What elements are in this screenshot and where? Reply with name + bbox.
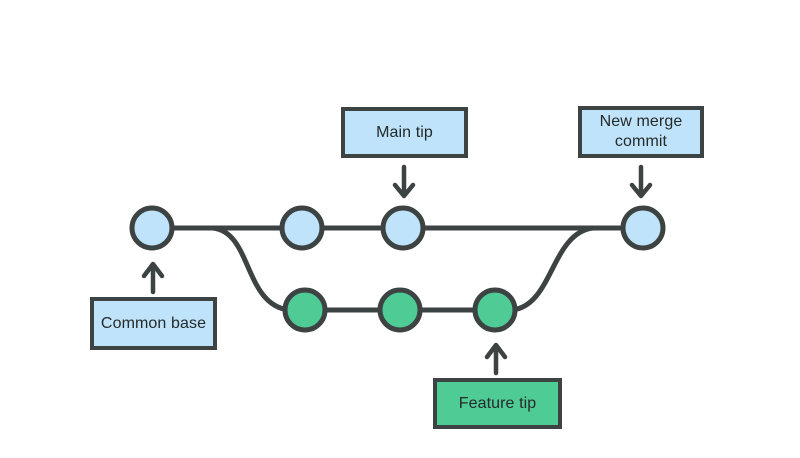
commit-node-main-2 [279,205,325,251]
branch-merge-curve [511,225,594,313]
commit-node-feature-1 [282,287,328,333]
common-base-up-arrow-icon [141,261,165,295]
commit-node-feature-2 [377,287,423,333]
branch-split-curve [212,225,290,313]
new-merge-commit-label: New merge commit [578,106,704,158]
common-base-label: Common base [90,297,217,350]
new-merge-commit-label-text: New merge commit [599,113,683,150]
feature-tip-up-arrow-icon [484,342,508,376]
main-tip-label: Main tip [341,107,468,158]
feature-tip-label: Feature tip [433,378,562,429]
common-base-label-text: Common base [100,314,207,332]
commit-node-main-tip [380,205,426,251]
commit-node-feature-tip [472,287,518,333]
main-tip-down-arrow-icon [392,164,416,199]
commit-node-common-base [129,205,175,251]
main-tip-label-text: Main tip [376,123,433,141]
new-merge-commit-down-arrow-icon [629,164,653,199]
feature-tip-label-text: Feature tip [458,394,537,412]
commit-node-new-merge-commit [620,205,666,251]
